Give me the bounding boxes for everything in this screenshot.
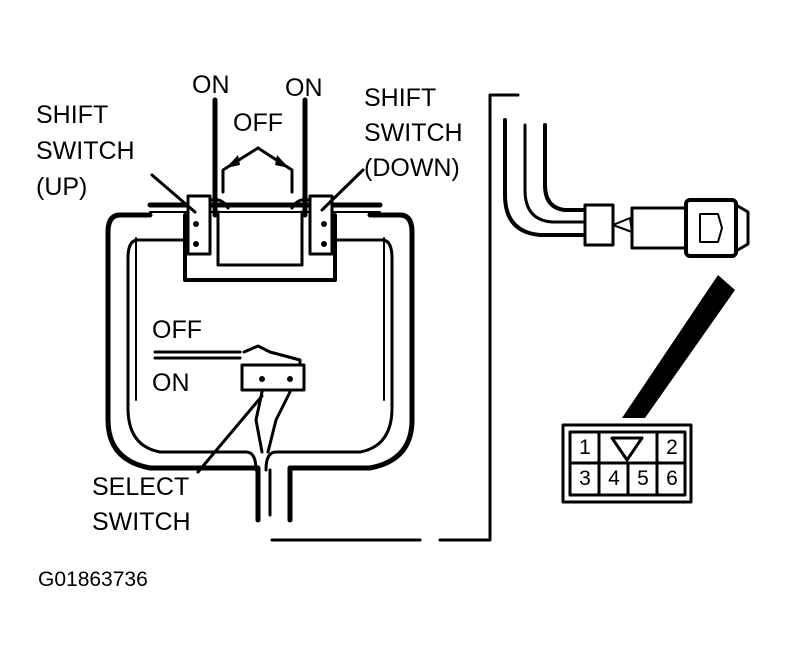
pinout-pointer: [622, 275, 735, 418]
label-select-2: SWITCH: [92, 508, 191, 536]
label-select-1: SELECT: [92, 473, 190, 501]
center-body-inner: [216, 210, 304, 267]
off-left-arrow: [221, 146, 260, 194]
label-shift-up-2: SWITCH: [36, 137, 135, 165]
pin-4: 4: [608, 467, 620, 490]
cable-bundle-3: [543, 123, 592, 212]
label-shift-down-3: (DOWN): [364, 154, 460, 182]
connector-face: [684, 198, 738, 258]
pin-6: 6: [666, 467, 678, 490]
handle-outer-right: [287, 212, 415, 523]
label-select-off: OFF: [152, 316, 202, 344]
select-lever: [242, 344, 302, 367]
label-shift-up-1: SHIFT: [36, 101, 109, 129]
harness-line-2: [438, 93, 520, 542]
cable-bundle-2: [523, 123, 592, 224]
cable-bundle-1: [503, 118, 592, 237]
label-on-left: ON: [192, 71, 230, 99]
pin-3: 3: [579, 467, 591, 490]
label-shift-up-3: (UP): [36, 173, 88, 201]
center-body: [183, 213, 337, 282]
cable-sleeve: [583, 203, 615, 247]
label-shift-down-2: SWITCH: [364, 119, 463, 147]
label-shift-down-1: SHIFT: [364, 84, 437, 112]
pinout-key-triangle: [610, 436, 644, 462]
shift-switch-up-body: [186, 194, 212, 256]
leader-select: [196, 394, 264, 474]
leader-shift-down: [320, 168, 365, 212]
select-wires: [254, 390, 292, 454]
handle-outer: [105, 212, 261, 523]
shift-switch-down-body: [308, 194, 334, 256]
off-arrowhead-left: [226, 155, 240, 168]
off-arrowhead-right: [275, 155, 289, 168]
handle-inner-right: [264, 238, 394, 472]
label-off-top: OFF: [233, 109, 283, 137]
select-switch-body: [240, 363, 306, 392]
label-on-right: ON: [285, 74, 323, 102]
pin-5: 5: [637, 467, 649, 490]
handle-inner: [126, 238, 258, 472]
leader-shift-up: [150, 173, 197, 214]
pin-2: 2: [666, 436, 678, 459]
figure-code: G01863736: [38, 568, 148, 591]
label-select-on: ON: [152, 369, 190, 397]
pin-1: 1: [579, 436, 591, 459]
pinout-frame: [561, 423, 693, 504]
off-right-arrow: [256, 146, 294, 194]
connector-housing: [630, 206, 688, 250]
